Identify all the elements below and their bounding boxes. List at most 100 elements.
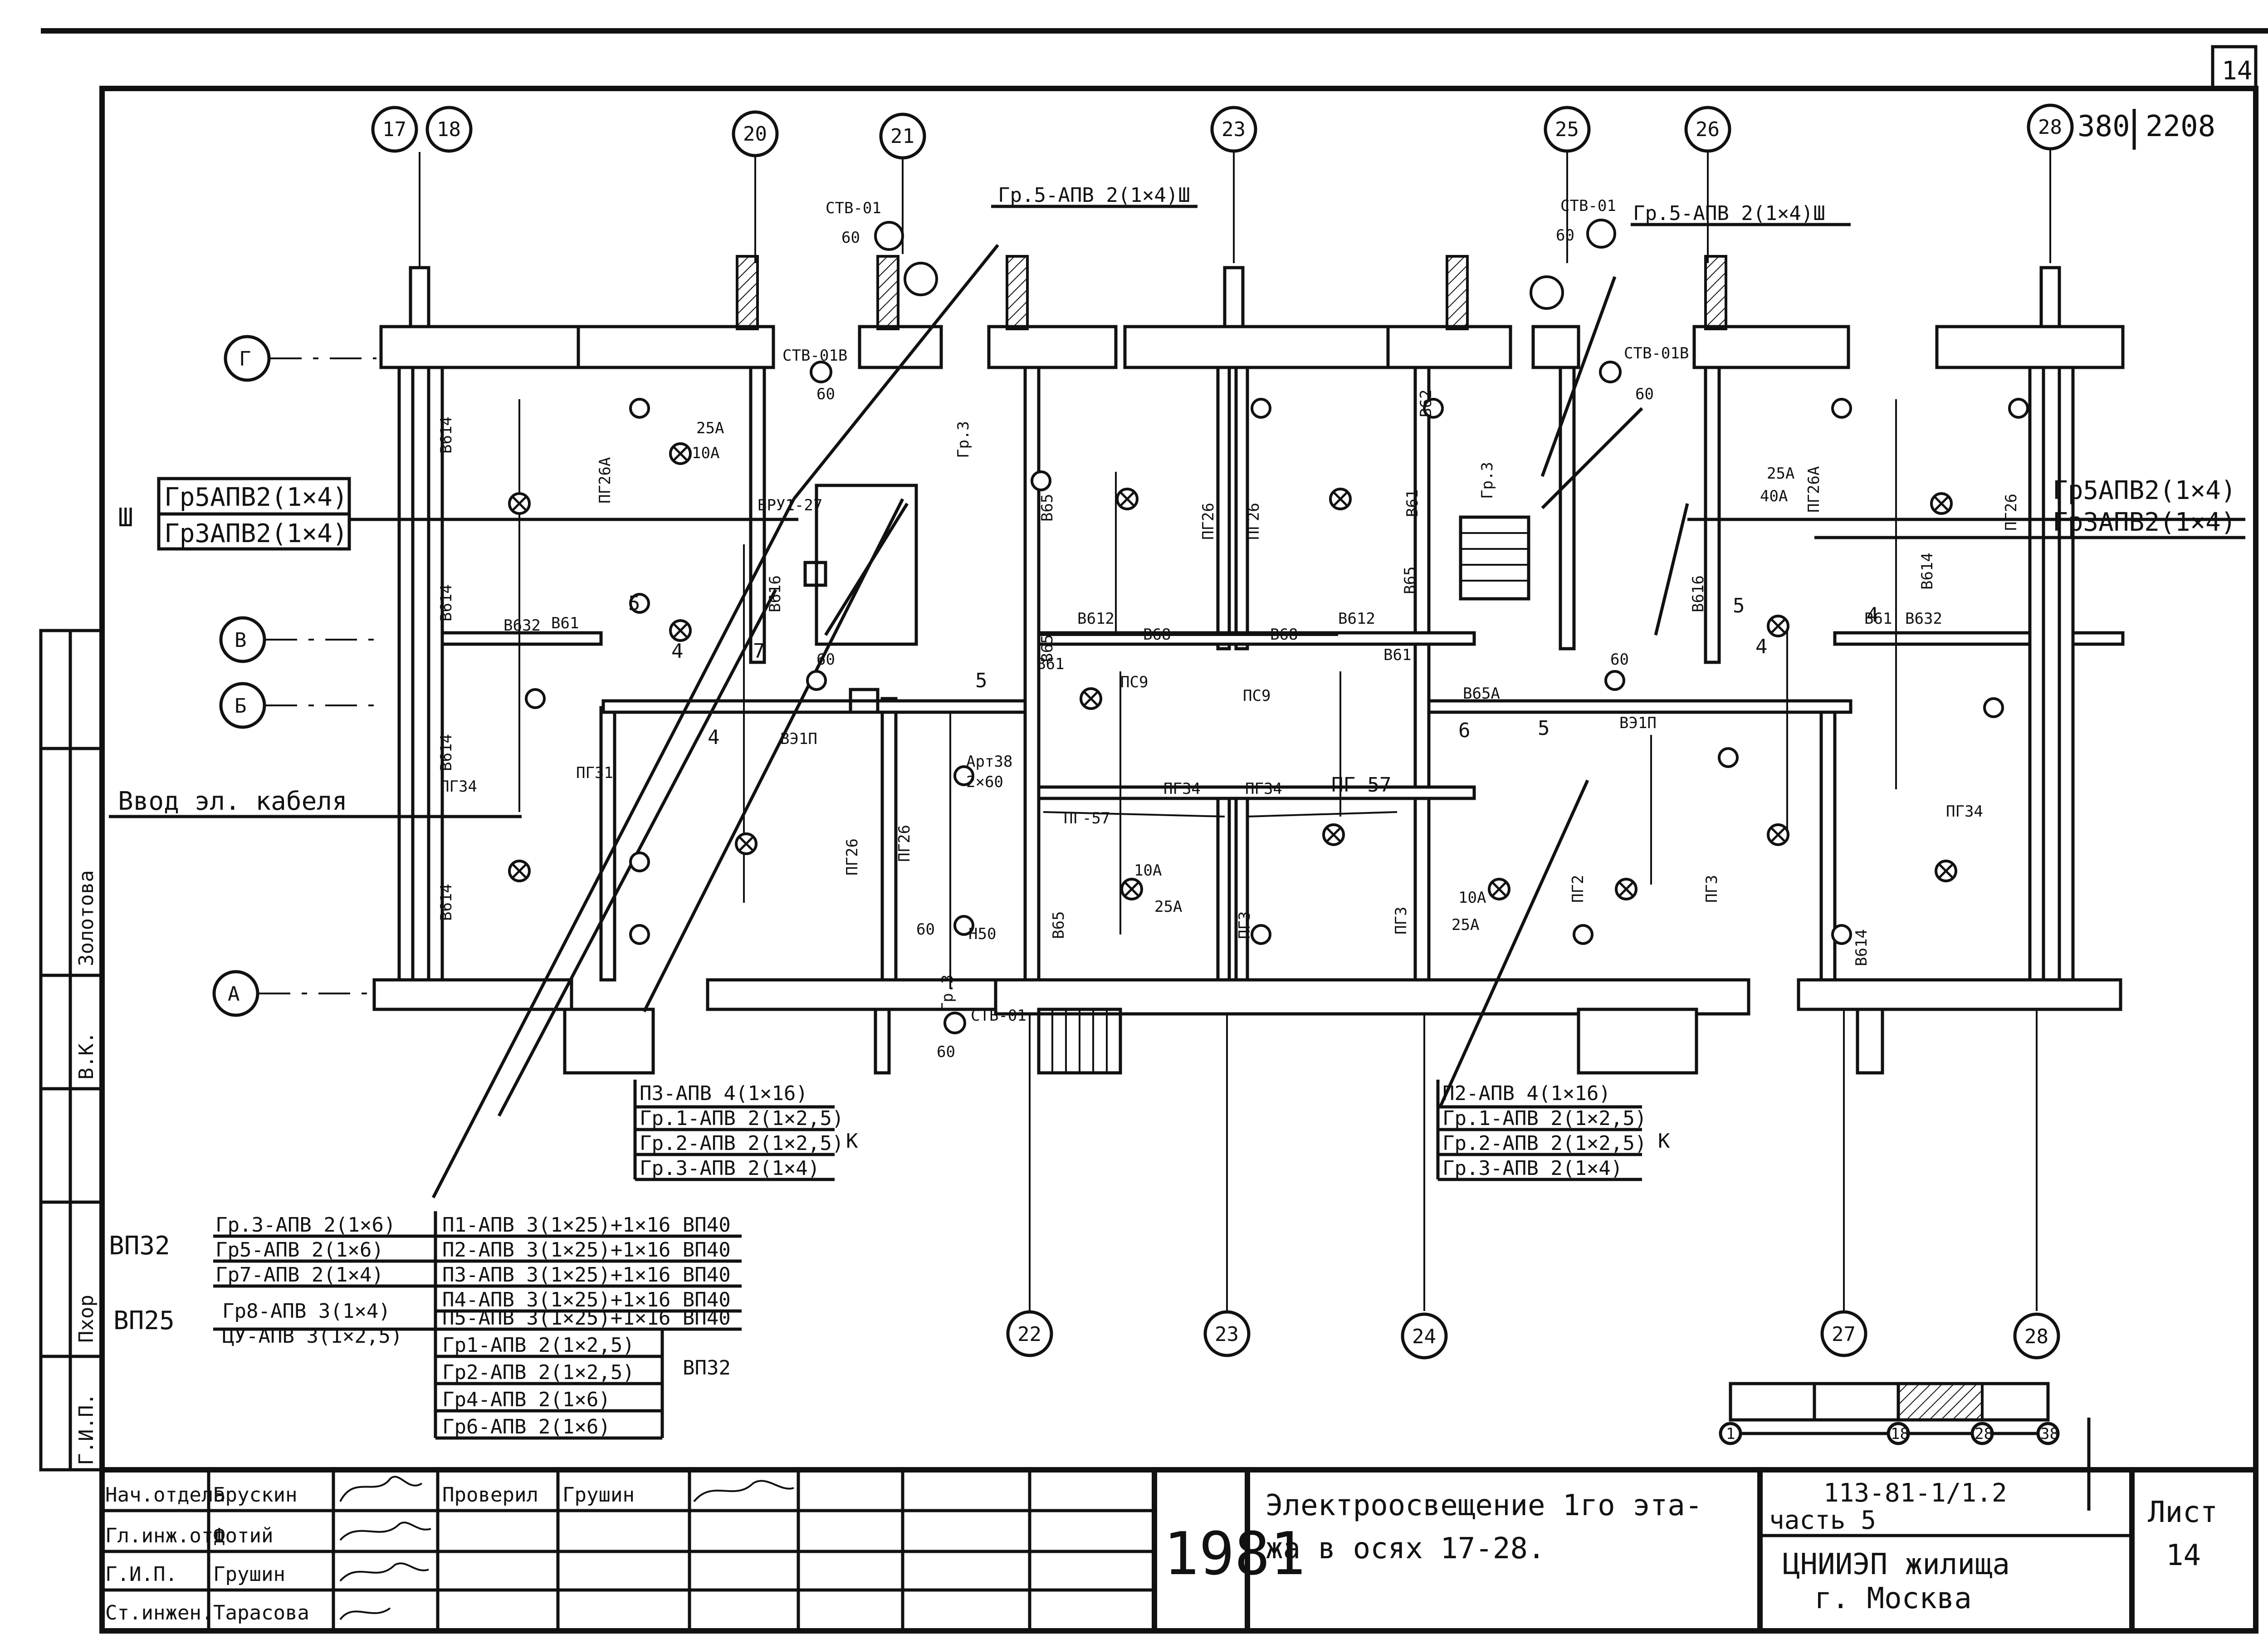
feeder-right-2: Гр3АПВ2(1×4)	[2053, 508, 2236, 537]
side-stamp	[39, 629, 104, 1472]
riser-left-mark: К	[846, 1130, 858, 1153]
stv01-left: СТВ-01	[826, 199, 881, 217]
pg26-c: ПГ26	[1199, 503, 1217, 540]
v632-left: В632	[503, 616, 541, 635]
sheet-label: Лист	[2148, 1496, 2218, 1529]
lamp-fixture	[1935, 860, 1957, 882]
gr3-vert-right: Гр.3	[1478, 462, 1496, 499]
wall-lamp	[1423, 398, 1444, 419]
lamp-fixture	[669, 619, 692, 642]
stamp-role-2: Гл.инж.отд	[105, 1524, 225, 1547]
n60-b-left: 60	[816, 385, 835, 403]
feed-line-2: П2-АПВ 3(1×25)+1×16 ВП40	[442, 1238, 731, 1262]
num-4-b: 4	[708, 726, 720, 749]
stamp-role-1: Нач.отдела	[105, 1483, 225, 1507]
axis-21: 21	[890, 125, 914, 148]
scale-tick-1: 1	[1726, 1425, 1735, 1443]
ps9-b: ПС9	[1243, 687, 1271, 705]
wall-lamp	[629, 924, 650, 945]
organization: ЦНИИЭП жилища	[1783, 1548, 2010, 1581]
a10-top: 10А	[692, 444, 719, 462]
v616-right: В616	[1689, 575, 1707, 612]
num-4-a: 4	[671, 640, 684, 663]
wall-lamp	[629, 851, 650, 872]
num-5-d: 5	[1538, 717, 1550, 740]
axis-17: 17	[382, 118, 406, 141]
riser-right-4: Гр.3-АПВ 2(1×4)	[1442, 1157, 1623, 1180]
n60-corridor-left: 60	[816, 651, 835, 669]
axis-V: В	[235, 629, 247, 652]
num-6-a: 6	[1458, 719, 1471, 742]
axis-28-top: 28	[2038, 116, 2062, 139]
axis-23-top: 23	[1222, 118, 1246, 141]
panel-symbols	[803, 219, 1622, 1034]
feeder-right-1: Гр5АПВ2(1×4)	[2053, 476, 2236, 505]
v65-right: В65	[1401, 567, 1419, 594]
axis-23-bottom: 23	[1215, 1323, 1239, 1346]
axis-G: Г	[239, 347, 251, 371]
ps9-a: ПС9	[1120, 673, 1148, 691]
wall-lamp	[1251, 924, 1271, 945]
axis-B: Б	[235, 695, 247, 718]
v65-c: В65	[1050, 911, 1068, 939]
pg57-right: ПГ-57	[1331, 773, 1391, 797]
riser-table-right	[1436, 1080, 1642, 1181]
lamp-fixture	[1767, 823, 1789, 846]
riser-left-4: Гр.3-АПВ 2(1×4)	[640, 1157, 820, 1180]
lamp-fixture	[669, 442, 692, 465]
axis-27: 27	[1832, 1323, 1856, 1346]
side-stamp-phor: Пхор	[75, 1295, 98, 1343]
riser-right-3: Гр.2-АПВ 2(1×2,5)	[1442, 1132, 1647, 1155]
scale-bar	[1719, 1382, 2060, 1445]
pg26-a: ПГ26	[895, 825, 914, 862]
feed-line-3: П3-АПВ 3(1×25)+1×16 ВП40	[442, 1263, 731, 1287]
axis-25: 25	[1555, 118, 1579, 141]
wall-lamp	[629, 593, 650, 614]
pg34-left: ПГ34	[440, 778, 477, 796]
v68-a: В68	[1143, 626, 1171, 644]
group-line-3: Гр4-АПВ 2(1×6)	[442, 1388, 611, 1411]
pg34-right: ПГ34	[1946, 802, 1983, 821]
top-code-right: 2208	[2146, 110, 2215, 143]
row-axis-bubbles	[212, 335, 376, 1017]
group-line-1: Гр1-АПВ 2(1×2,5)	[442, 1334, 635, 1357]
signatures	[339, 1476, 794, 1620]
wall-lamp	[1831, 924, 1852, 945]
stamp-name-2: Фотий	[213, 1524, 273, 1547]
num-7-a: 7	[753, 640, 765, 663]
v631-right: ВЭ1П	[1619, 714, 1657, 732]
v65-b: В65	[1038, 635, 1056, 662]
axis-lines	[419, 150, 2051, 1311]
stv01b-right: СТВ-01В	[1624, 344, 1689, 362]
pg2-vert: ПГ2	[1569, 875, 1587, 903]
axis-A: А	[228, 983, 240, 1006]
num-5-b: 5	[975, 669, 987, 692]
wiring-lines	[109, 205, 2245, 1199]
stamp-name-3: Грушин	[213, 1563, 285, 1586]
a25-left: 25А	[1154, 898, 1182, 916]
wall-lamp	[806, 670, 827, 691]
wall-lamp	[953, 915, 974, 936]
a25-top-right: 25А	[1767, 465, 1794, 483]
sheet-corner-number: 14	[2222, 56, 2252, 86]
pg34-b: ПГ34	[1245, 780, 1282, 798]
wall-lamp	[1031, 470, 1051, 491]
feeder-w-label: Ш	[118, 503, 133, 533]
stamp-name-1: Брускин	[213, 1483, 297, 1507]
riser-left-1: П3-АПВ 4(1×16)	[640, 1082, 808, 1105]
wall-lamp	[1983, 697, 2004, 718]
vp32-line-2: Гр5-АПВ 2(1×6)	[215, 1238, 384, 1262]
v65-a: В65	[1038, 494, 1056, 522]
title-block	[99, 1467, 2258, 1634]
axis-28-bottom: 28	[2024, 1325, 2048, 1348]
pg3-a: ПГ3	[1392, 907, 1410, 934]
sheet-year: 1981	[1163, 1519, 1305, 1588]
v614-right: В614	[1853, 929, 1871, 966]
pg26a-left: ПГ26А	[596, 457, 614, 504]
bottom-axis-bubbles	[1006, 1310, 2060, 1360]
num-5-c: 5	[1733, 594, 1745, 617]
wall-lamp	[2008, 398, 2029, 419]
project-code: 113-81-1/1.2	[1823, 1478, 2007, 1508]
scale-tick-2: 18	[1891, 1425, 1909, 1443]
group-line-4: Гр6-АПВ 2(1×6)	[442, 1415, 611, 1438]
